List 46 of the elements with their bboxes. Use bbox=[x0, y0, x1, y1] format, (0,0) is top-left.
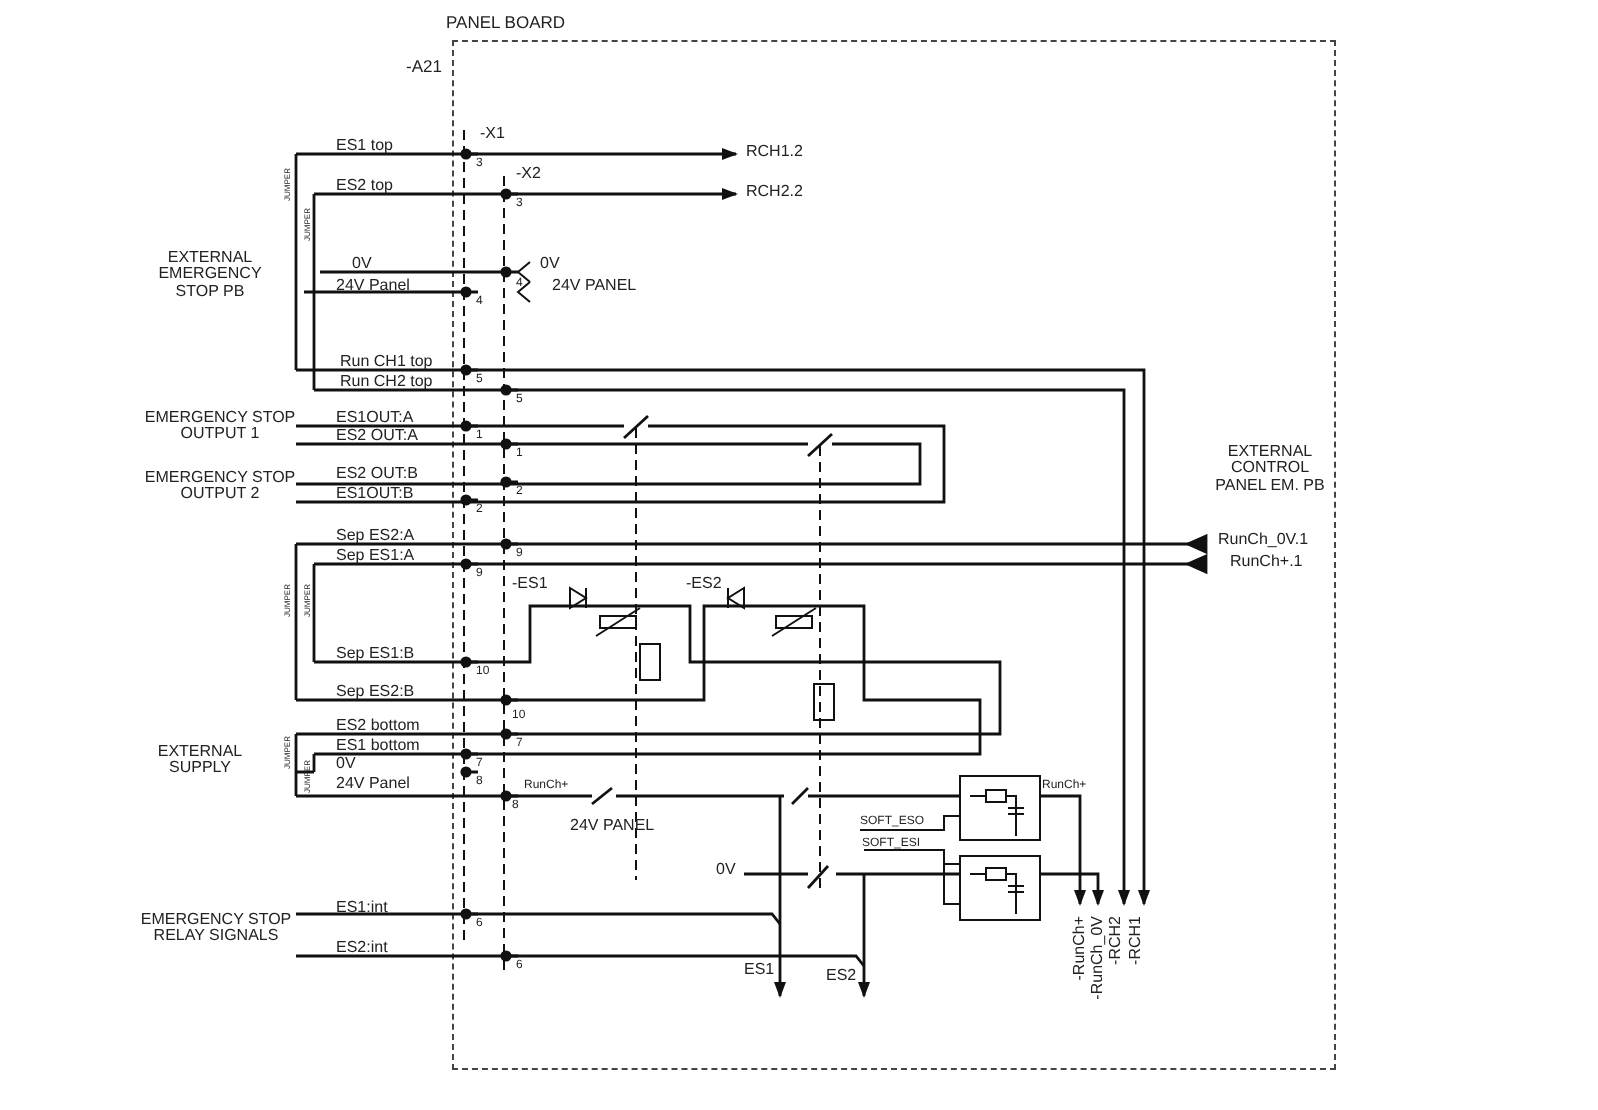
signal-label: RunCh_0V.1 bbox=[1218, 532, 1309, 549]
signal-label: ES2 top bbox=[336, 178, 393, 195]
signal-label: ES2 bottom bbox=[336, 718, 420, 735]
output-signal-label: -RunCh+ bbox=[1072, 916, 1089, 981]
signal-label: ES1OUT:B bbox=[336, 486, 414, 503]
signal-label: ES2 bbox=[826, 968, 857, 985]
signal-label: RCH2.2 bbox=[746, 184, 803, 201]
signal-label: Sep ES2:A bbox=[336, 528, 415, 545]
output-signal-label: -RunCh_0V bbox=[1090, 916, 1107, 1000]
block-label: EXTERNAL CONTROL PANEL EM. PB bbox=[1213, 444, 1327, 495]
signal-label: ES1:int bbox=[336, 900, 388, 917]
signal-label: ES2:int bbox=[336, 940, 388, 957]
block-label: EMERGENCY STOP OUTPUT 1 bbox=[142, 410, 298, 444]
signal-label: -X2 bbox=[516, 166, 541, 183]
signal-label: RCH1.2 bbox=[746, 144, 803, 161]
signal-label: Sep ES1:B bbox=[336, 646, 415, 663]
output-signal-label: -RCH1 bbox=[1128, 916, 1145, 965]
panel-title: PANEL BOARD bbox=[446, 14, 566, 32]
signal-label: ES1OUT:A bbox=[336, 410, 414, 427]
signal-label: -ES2 bbox=[686, 576, 722, 593]
signal-label: ES2 OUT:A bbox=[336, 428, 418, 445]
signal-label: Run CH1 top bbox=[340, 354, 433, 371]
signal-label: Sep ES2:B bbox=[336, 684, 415, 701]
signal-label: -X1 bbox=[480, 126, 505, 143]
signal-label: 24V Panel bbox=[336, 278, 410, 295]
signal-label: ES1 bbox=[744, 962, 775, 979]
signal-label: Sep ES1:A bbox=[336, 548, 415, 565]
block-label: EMERGENCY STOP OUTPUT 2 bbox=[142, 470, 298, 504]
signal-label: ES1 bottom bbox=[336, 738, 420, 755]
output-signal-label: -RCH2 bbox=[1108, 916, 1125, 965]
signal-label: 0V bbox=[540, 256, 560, 273]
signal-label: 0V bbox=[716, 862, 736, 879]
signal-label: ES2 OUT:B bbox=[336, 466, 418, 483]
panel-designator: -A21 bbox=[406, 58, 442, 76]
signal-label: 0V bbox=[352, 256, 372, 273]
signal-label: 24V PANEL bbox=[552, 278, 637, 295]
block-label: EXTERNAL SUPPLY bbox=[155, 744, 245, 778]
signal-label: 24V PANEL bbox=[570, 818, 655, 835]
block-label: EXTERNAL EMERGENCY STOP PB bbox=[156, 250, 264, 301]
signal-label: -ES1 bbox=[512, 576, 548, 593]
signal-label: ES1 top bbox=[336, 138, 393, 155]
signal-label: Run CH2 top bbox=[340, 374, 433, 391]
signal-label: RunCh+.1 bbox=[1230, 554, 1303, 571]
block-label: EMERGENCY STOP RELAY SIGNALS bbox=[138, 912, 294, 946]
signal-label: 24V Panel bbox=[336, 776, 410, 793]
signal-label: 0V bbox=[336, 756, 356, 773]
